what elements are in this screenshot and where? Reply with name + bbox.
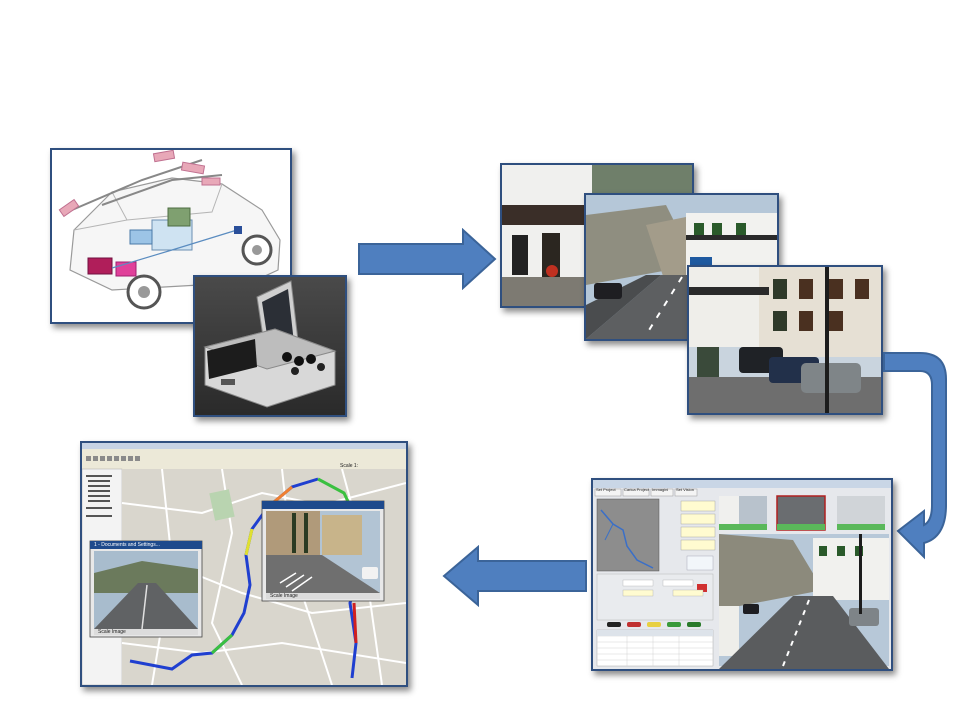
analysis-software-screenshot [591, 478, 893, 671]
gis-scale-label: Scale 1: [340, 463, 359, 469]
tab-immagini[interactable]: Immagini [652, 487, 669, 492]
vehicle-diagram-panel [50, 148, 292, 324]
tab-set-project[interactable]: Set Project [596, 487, 616, 492]
street-photo-3 [687, 265, 883, 415]
tab-set-vision[interactable]: Set Vision [676, 487, 694, 492]
analysis-tab-labels: Set Project Carica Project Immagini Set … [593, 486, 703, 495]
flow-arrow-right [358, 228, 497, 290]
portable-unit-photo [195, 277, 345, 415]
vehicle-drawing [52, 150, 290, 322]
gis-viewer1-title: 1 - Documents and Settings... [94, 542, 160, 548]
gis-viewer1-caption: Scale Image [98, 629, 126, 635]
gis-viewer2-caption: Scale Image [270, 593, 298, 599]
flow-arrow-curved-down [883, 352, 947, 560]
tab-carica-project[interactable]: Carica Project [624, 487, 650, 492]
gis-software-screenshot: Scale 1: 1 - Documents and Settings... S… [80, 441, 408, 687]
flow-arrow-left [442, 545, 587, 607]
analysis-tabs [594, 488, 698, 497]
portable-unit-panel [193, 275, 347, 417]
